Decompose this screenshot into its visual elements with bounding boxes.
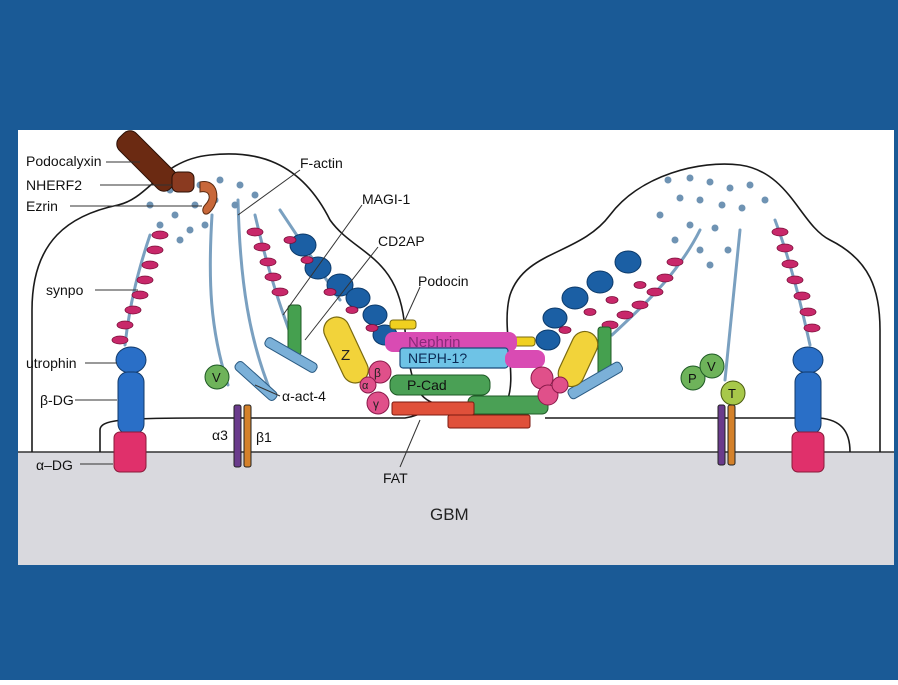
synpo-label: synpo [46,282,84,298]
alpha-act4-label: α-act-4 [282,388,326,404]
gbm-label: GBM [430,505,469,524]
neph1-label: NEPH-1? [408,350,467,366]
paxillin-right-label: P [688,371,697,386]
vinculin-left-label: V [212,370,221,385]
vinculin-right: V [700,354,724,378]
cd2ap-label: CD2AP [378,233,425,249]
magi1-left-bar [288,305,301,355]
dystroglycan-right [792,347,824,472]
beta-catenin-label: β [374,366,381,380]
dystroglycan-left [114,347,146,472]
f-actin-label: F-actin [300,155,343,171]
alpha-dg-label: α–DG [36,457,73,473]
gamma-catenin-label: γ [373,397,379,411]
nherf2-label: NHERF2 [26,177,82,193]
pcad-label: P-Cad [407,377,447,393]
talin-right-label: T [728,386,736,401]
beta-dg-label: β-DG [40,392,74,408]
alpha3-label: α3 [212,427,228,443]
vinculin-left: V [205,365,229,389]
podocin-left [390,320,416,329]
neph1-right-extension [505,350,545,368]
vinculin-right-label: V [707,359,716,374]
ezrin-label: Ezrin [26,198,58,214]
alpha-catenin-label: α [362,380,369,392]
zo1-left-label: Z [341,347,350,364]
beta1-label: β1 [256,429,272,445]
fat-label: FAT [383,470,408,486]
fat-bar-left [392,402,474,415]
fat-bar-right [448,415,530,428]
podocalyxin-label: Podocalyxin [26,153,102,169]
utrophin-label: utrophin [26,355,77,371]
pcad-right-bar [468,396,548,414]
nherf2-block [172,172,194,192]
magi1-label: MAGI-1 [362,191,410,207]
podocin-label: Podocin [418,273,469,289]
talin-right: T [721,381,745,405]
